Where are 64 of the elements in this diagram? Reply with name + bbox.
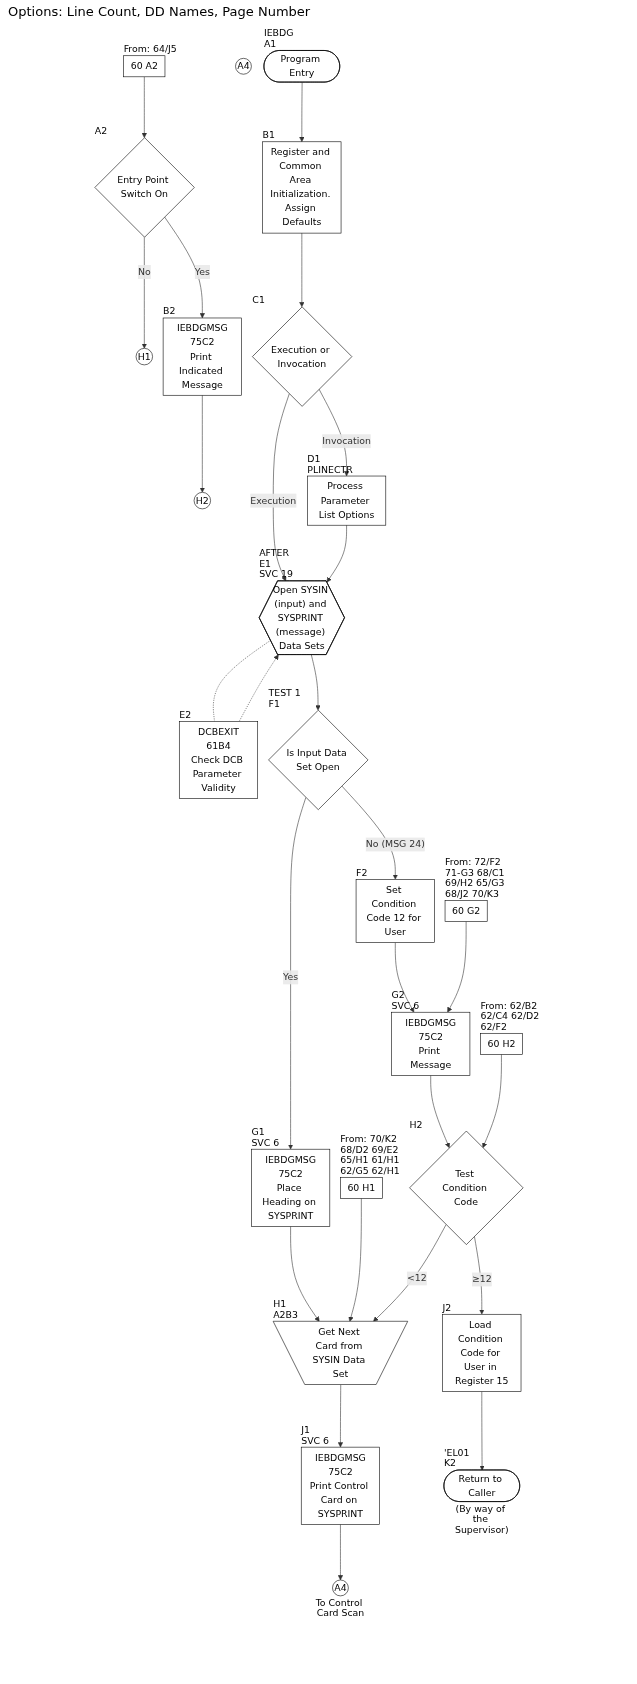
annotation-text: AFTER bbox=[259, 547, 289, 559]
annotation-text: G1 bbox=[251, 1126, 265, 1138]
edge-label: ≥12 bbox=[471, 1273, 492, 1285]
annotation-text: SVC 19 bbox=[259, 568, 293, 580]
annotation-text: From: 70/K2 68/D2 69/E2 65/H1 61/H1 62/G5 62/H1 bbox=[340, 1133, 400, 1176]
edge-label: Yes bbox=[283, 971, 299, 983]
annotation-text: From: 62/B2 62/C4 62/D2 62/F2 bbox=[480, 999, 540, 1032]
annotation-text: SVC 6 bbox=[251, 1136, 280, 1148]
annotation-text: F1 bbox=[268, 697, 280, 709]
annotation-text: SVC 6 bbox=[301, 1434, 330, 1446]
node-box: DCBEXIT 61B4 Check DCB Parameter Validity bbox=[179, 721, 258, 799]
node-circle: H2 bbox=[193, 492, 211, 510]
node-box: 60 G2 bbox=[444, 900, 488, 922]
node-circle: A4 bbox=[235, 58, 252, 75]
node-diamond: Test Condition Code bbox=[409, 1130, 524, 1245]
annotation-text: J2 bbox=[442, 1301, 452, 1313]
annotation-text: K2 bbox=[443, 1457, 456, 1469]
annotation-text: (By way of the Supervisor) bbox=[454, 1502, 509, 1535]
annotation-text: From: 64/J5 bbox=[123, 43, 177, 55]
node-circle: H1 bbox=[135, 348, 153, 366]
node-diamond: Execution or Invocation bbox=[252, 306, 353, 407]
annotation-text: To Control Card Scan bbox=[315, 1596, 365, 1619]
node-box: Register and Common Area Initialization. Assign Defaults bbox=[262, 141, 342, 234]
node-box: Set Condition Code 12 for User bbox=[355, 879, 435, 943]
node-box: 60 H2 bbox=[480, 1033, 523, 1055]
annotation-text: G2 bbox=[391, 989, 405, 1001]
edge-label: No (MSG 24) bbox=[365, 838, 425, 850]
edge-label: Execution bbox=[250, 494, 297, 506]
annotation-text: A1 bbox=[263, 37, 277, 49]
node-box: Load Condition Code for User in Register 15 bbox=[442, 1313, 522, 1392]
edge-label: <12 bbox=[406, 1272, 427, 1284]
annotation-text: C1 bbox=[252, 294, 265, 306]
annotation-text: F2 bbox=[356, 866, 368, 878]
edge-label: No bbox=[137, 266, 151, 278]
annotation-text: J1 bbox=[301, 1424, 310, 1436]
annotation-text: H1 bbox=[273, 1298, 287, 1310]
annotation-text: SVC 6 bbox=[391, 999, 420, 1011]
node-box: 60 A2 bbox=[123, 55, 166, 78]
annotation-text: From: 72/F2 71-G3 68/C1 69/H2 65/G3 68/J2 70/K3 bbox=[445, 856, 505, 899]
node-box: IEBDGMSG 75C2 Place Heading on SYSPRINT bbox=[251, 1148, 331, 1227]
node-box: IEBDGMSG 75C2 Print Indicated Message bbox=[162, 317, 242, 396]
note-text: Options: Line Count, DD Names, Page Number bbox=[8, 4, 312, 19]
connector bbox=[213, 640, 271, 722]
node-box: IEBDGMSG 75C2 Print Control Card on SYSPRINT bbox=[300, 1446, 380, 1525]
annotation-text: PLINECTR bbox=[307, 463, 353, 475]
annotation-text: A2B3 bbox=[273, 1308, 298, 1320]
node-box: IEBDGMSG 75C2 Print Message bbox=[391, 1011, 471, 1076]
annotation-text: E2 bbox=[179, 708, 192, 720]
annotation-text: B1 bbox=[262, 129, 275, 141]
node-diamond: Is Input Data Set Open bbox=[268, 709, 369, 810]
annotation-text: H2 bbox=[409, 1118, 423, 1130]
annotation-text: 'EL01 bbox=[443, 1446, 470, 1458]
annotation-text: A2 bbox=[94, 125, 108, 137]
node-box: Process Parameter List Options bbox=[307, 475, 387, 526]
annotation-text: IEBDG bbox=[263, 27, 294, 39]
edge-label: Invocation bbox=[322, 435, 371, 447]
annotation-text: B2 bbox=[163, 305, 176, 317]
annotation-text: E1 bbox=[259, 557, 272, 569]
node-diamond: Entry Point Switch On bbox=[94, 137, 195, 238]
node-box: 60 H1 bbox=[340, 1177, 383, 1199]
node-circle: A4 bbox=[332, 1579, 349, 1597]
edge-label: Yes bbox=[194, 266, 210, 278]
annotation-text: D1 bbox=[307, 453, 321, 464]
annotation-text: TEST 1 bbox=[268, 687, 301, 699]
